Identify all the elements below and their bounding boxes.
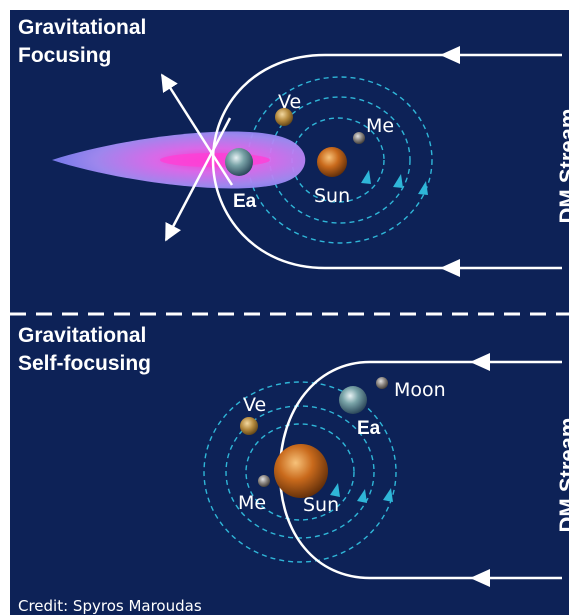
top-stream-arrow-lower <box>440 259 460 277</box>
top-earth-sphere-icon <box>225 148 253 176</box>
top-dm-stream-curve <box>211 53 562 270</box>
bottom-stream-label: DM Stream <box>555 418 579 533</box>
credit-text: Credit: Spyros Maroudas <box>18 597 202 615</box>
bottom-moon-sphere-icon <box>376 377 388 389</box>
bottom-label-earth: Ea <box>357 418 381 439</box>
top-panel-title-line2: Focusing <box>18 44 111 67</box>
bottom-panel-title-line2: Self-focusing <box>18 352 151 375</box>
bottom-sun-sphere-icon <box>274 444 328 498</box>
bottom-orbit-earth <box>203 381 397 563</box>
focus-arrow-down <box>164 117 232 242</box>
bottom-venus-sphere-icon <box>240 417 258 435</box>
bottom-mercury-sphere-icon <box>258 475 270 487</box>
top-stream-arrow-upper <box>440 46 460 64</box>
bottom-earth-sphere-icon <box>339 386 367 414</box>
bottom-label-sun: Sun <box>303 494 339 516</box>
focus-arrow-up <box>160 73 234 186</box>
bottom-label-moon: Moon <box>394 379 446 401</box>
top-label-mercury: Me <box>366 115 394 137</box>
top-venus-sphere-icon <box>275 108 293 126</box>
bottom-orbits <box>203 381 397 563</box>
top-panel-title-line1: Gravitational <box>18 16 146 39</box>
top-mercury-sphere-icon <box>353 132 365 144</box>
bottom-stream-arrow-lower <box>470 569 490 587</box>
top-stream-label: DM Stream <box>555 109 579 224</box>
top-orbit-arrows <box>361 170 428 195</box>
top-label-earth: Ea <box>233 191 257 212</box>
bottom-label-mercury: Me <box>238 492 266 514</box>
bottom-orbit-venus <box>225 405 375 539</box>
bottom-orbit-arrows <box>330 483 393 503</box>
bottom-label-venus: Ve <box>243 394 266 416</box>
bottom-orbit-mercury <box>245 423 355 521</box>
top-label-venus: Ve <box>278 91 301 113</box>
top-label-sun: Sun <box>314 185 350 207</box>
bottom-stream-arrow-upper <box>470 353 490 371</box>
top-sun-sphere-icon <box>317 147 347 177</box>
bottom-panel-title-line1: Gravitational <box>18 324 146 347</box>
